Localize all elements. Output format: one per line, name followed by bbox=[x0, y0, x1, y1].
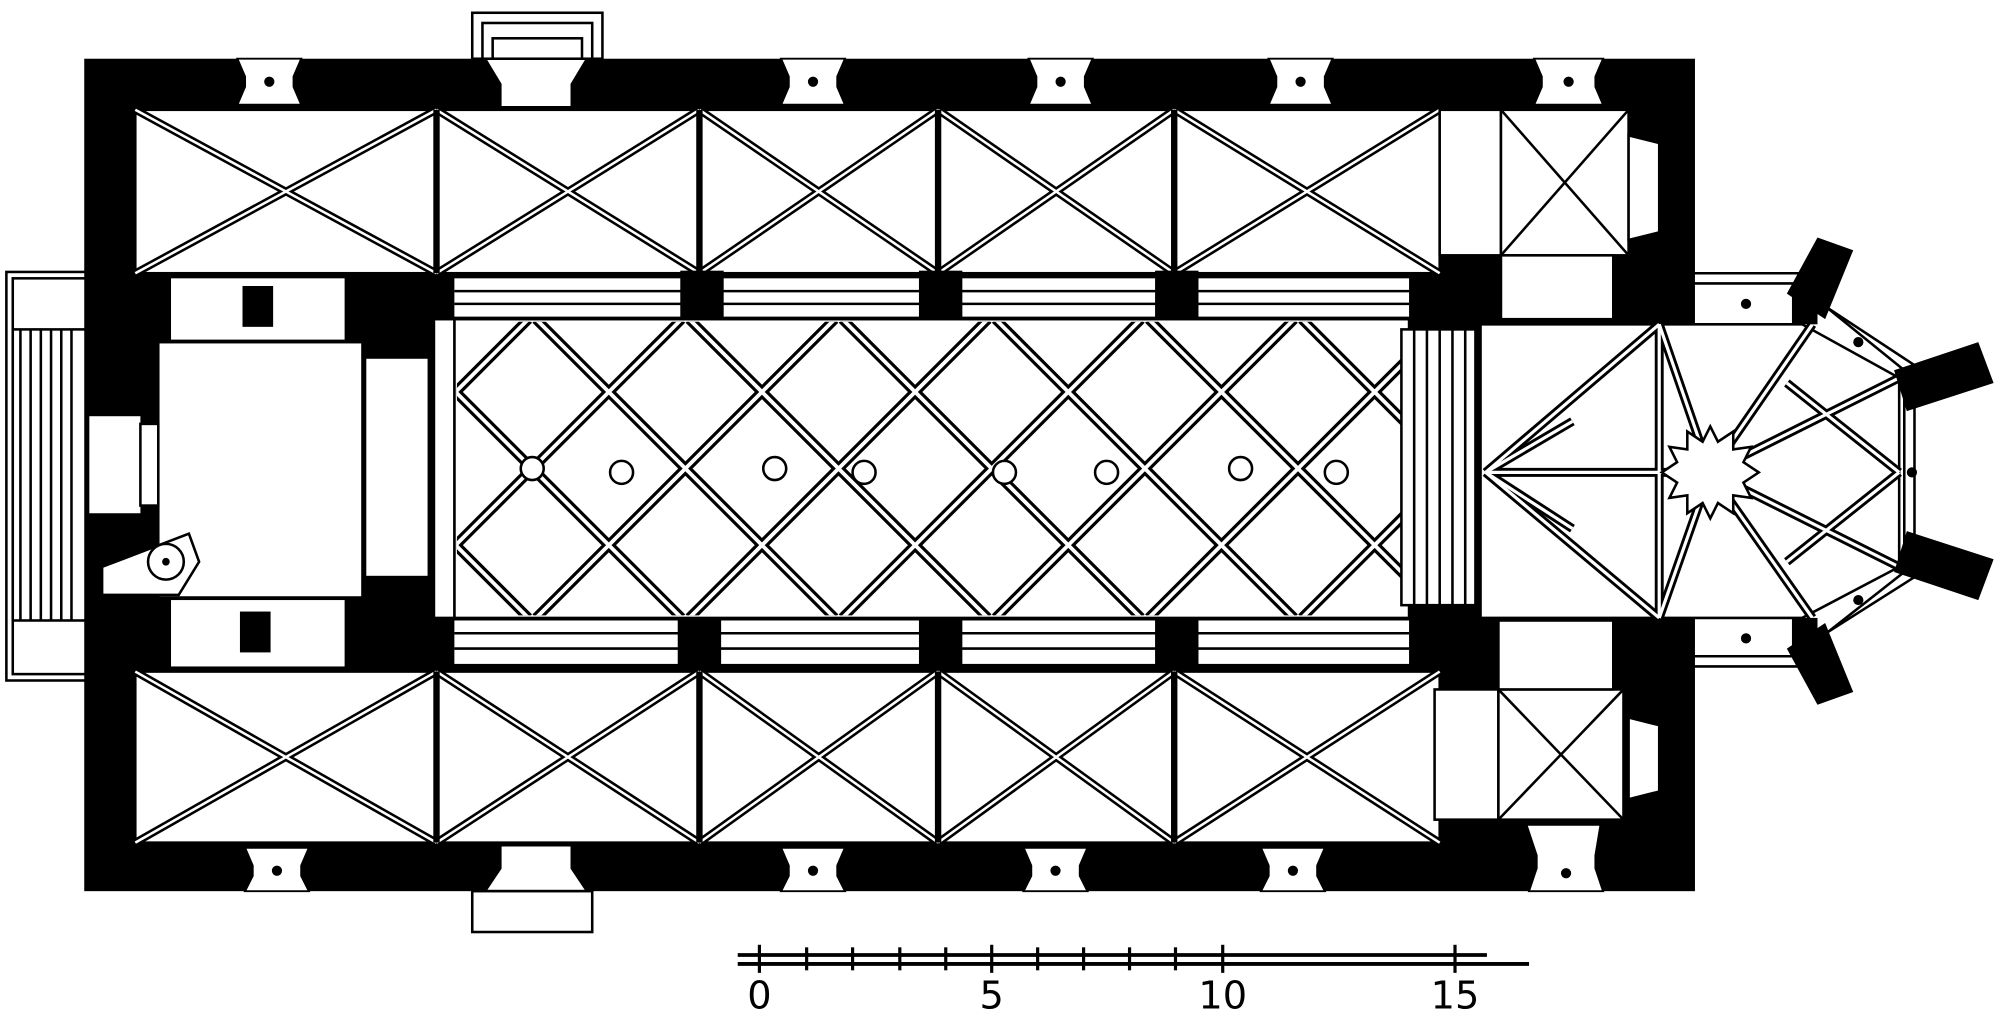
nave-piers bbox=[677, 270, 1199, 667]
south-aisle bbox=[133, 668, 1442, 846]
scale-label-0: 0 bbox=[747, 974, 771, 1015]
scale-label-10: 10 bbox=[1198, 974, 1247, 1015]
scale-ticks bbox=[757, 944, 1457, 973]
north-aisle bbox=[133, 106, 1442, 277]
arcade-strips bbox=[454, 270, 1410, 667]
chancel-arch bbox=[1400, 328, 1477, 607]
west-bay bbox=[89, 278, 456, 667]
west-steps bbox=[5, 270, 87, 682]
apse bbox=[1666, 181, 1994, 764]
scale-bar: 0 5 10 15 bbox=[737, 944, 1530, 1015]
nave-net-vault bbox=[453, 317, 1411, 620]
north-porch bbox=[470, 11, 604, 109]
central-boss bbox=[1659, 423, 1762, 522]
window-mullions bbox=[264, 76, 1574, 879]
south-porch bbox=[470, 843, 594, 934]
vault-bosses bbox=[519, 455, 1350, 486]
east-chambers bbox=[1433, 108, 1661, 821]
buttresses bbox=[1786, 237, 1994, 705]
scale-label-5: 5 bbox=[980, 974, 1004, 1015]
scale-label-15: 15 bbox=[1431, 974, 1480, 1015]
choir-star-vault bbox=[1479, 320, 1902, 622]
